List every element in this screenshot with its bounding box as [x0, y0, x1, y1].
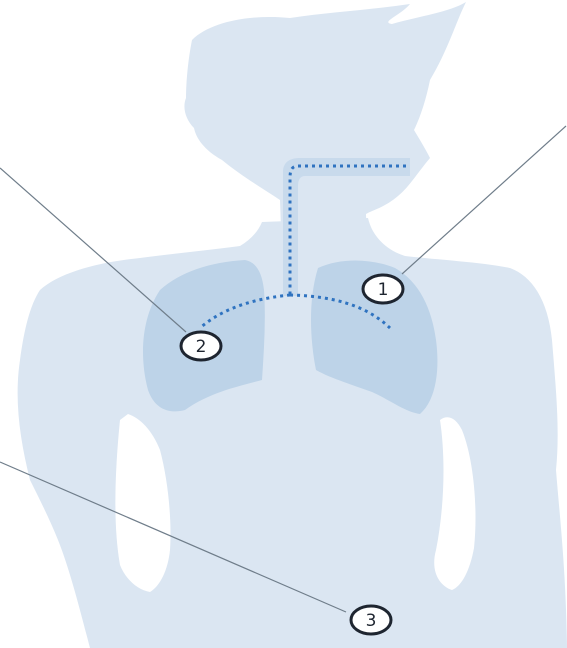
callout-label-3: 3 — [366, 611, 377, 631]
leader-line-1 — [402, 126, 566, 274]
human-silhouette — [18, 2, 567, 648]
callout-badge-1[interactable]: 1 — [363, 275, 403, 303]
callout-badge-3[interactable]: 3 — [351, 606, 391, 634]
callout-label-2: 2 — [196, 337, 207, 357]
callout-label-1: 1 — [378, 280, 389, 300]
callout-badge-2[interactable]: 2 — [181, 332, 221, 360]
head-shape — [184, 2, 466, 258]
